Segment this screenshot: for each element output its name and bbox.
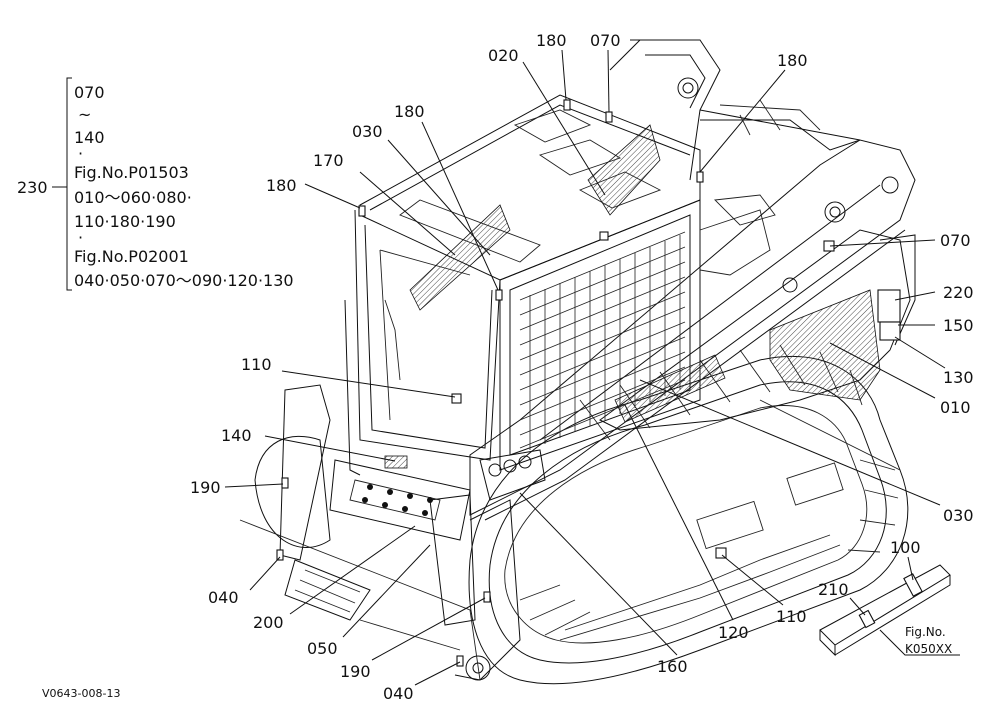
group-note-line: 110·180·190: [74, 212, 176, 231]
group-note-number: 230: [17, 178, 48, 197]
group-note-line: ·: [78, 228, 83, 247]
leader-lines: [52, 49, 960, 686]
footer-code: V0643-008-13: [42, 687, 120, 700]
callout-030: 030: [943, 506, 974, 525]
callout-220: 220: [943, 283, 974, 302]
callout-180: 180: [266, 176, 297, 195]
callout-190: 190: [190, 478, 221, 497]
group-note-230: 230 070 ~ 140 · Fig.No.P01503 010～060·08…: [17, 83, 294, 290]
inset-fig-label: Fig.No.: [905, 625, 946, 639]
callout-040: 040: [383, 684, 414, 703]
callout-180: 180: [536, 31, 567, 50]
callout-110: 110: [776, 607, 807, 626]
inset-fig-code: K050XX: [905, 642, 952, 656]
callout-210: 210: [818, 580, 849, 599]
callout-labels: 020 180 070 180 030 180 170 180 070 220 …: [190, 31, 974, 703]
callout-100: 100: [890, 538, 921, 557]
inset-part-illustration: [819, 564, 951, 657]
group-note-line: Fig.No.P02001: [74, 247, 189, 266]
callout-160: 160: [657, 657, 688, 676]
callout-190: 190: [340, 662, 371, 681]
callout-050: 050: [307, 639, 338, 658]
callout-180: 180: [394, 102, 425, 121]
callout-070: 070: [590, 31, 621, 50]
group-note-line: ·: [78, 144, 83, 163]
inset-figure-label: Fig.No. K050XX: [905, 625, 952, 656]
track-illustration: [468, 344, 909, 685]
group-note-line: 010～060·080·: [74, 188, 192, 207]
group-note-line: 040·050·070～090·120·130: [74, 271, 294, 290]
callout-170: 170: [313, 151, 344, 170]
callout-140: 140: [221, 426, 252, 445]
decal-areas: [384, 124, 901, 469]
callout-200: 200: [253, 613, 284, 632]
callout-030: 030: [352, 122, 383, 141]
group-note-line: Fig.No.P01503: [74, 163, 189, 182]
callout-040: 040: [208, 588, 239, 607]
callout-110: 110: [241, 355, 272, 374]
group-note-line: 140: [74, 128, 105, 147]
group-note-line: 070: [74, 83, 105, 102]
loader-arm-illustration: [469, 39, 916, 521]
callout-010: 010: [940, 398, 971, 417]
group-note-line: ~: [78, 105, 91, 124]
callout-130: 130: [943, 368, 974, 387]
callout-020: 020: [488, 46, 519, 65]
callout-150: 150: [943, 316, 974, 335]
part-markers: [276, 99, 727, 667]
callout-070: 070: [940, 231, 971, 250]
machine-drawing: [239, 39, 951, 685]
callout-180: 180: [777, 51, 808, 70]
callout-120: 120: [718, 623, 749, 642]
